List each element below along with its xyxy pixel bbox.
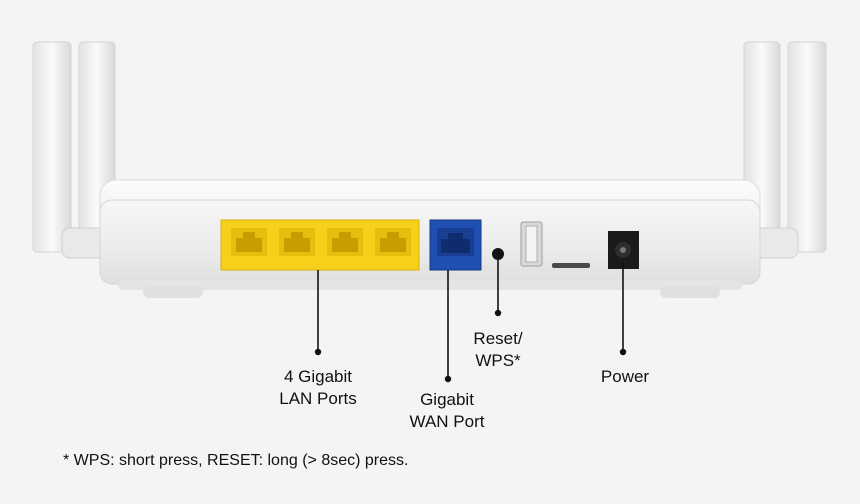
antenna xyxy=(32,41,72,253)
wan-port-label: Gigabit WAN Port xyxy=(392,389,502,433)
power-leader-dot xyxy=(619,348,627,356)
antenna xyxy=(787,41,827,253)
lan-label-line-1: 4 Gigabit xyxy=(283,367,353,386)
reset-label-line-1: Reset/ xyxy=(473,329,523,348)
lan-leader-dot xyxy=(314,348,322,356)
leader-dots xyxy=(314,309,627,383)
lan-ports xyxy=(220,219,420,271)
power-label: Power xyxy=(580,366,670,388)
lan-label-line-2: LAN Ports xyxy=(279,389,357,408)
lan-port-4 xyxy=(375,228,411,256)
wan-leader-dot xyxy=(444,375,452,383)
reset-label-line-2: WPS* xyxy=(475,351,521,370)
antenna-hinge xyxy=(753,227,799,259)
lan-port-2 xyxy=(279,228,315,256)
footnote: * WPS: short press, RESET: long (> 8sec)… xyxy=(63,452,409,469)
wan-label-line-2: WAN Port xyxy=(409,412,485,431)
reset-wps-label: Reset/ WPS* xyxy=(452,328,544,372)
power-label-line-1: Power xyxy=(600,367,650,386)
wan-label-line-1: Gigabit xyxy=(420,390,474,409)
lan-ports-label: 4 Gigabit LAN Ports xyxy=(258,366,378,410)
lan-port-1 xyxy=(231,228,267,256)
antenna-hinge xyxy=(61,227,107,259)
wan-port xyxy=(429,219,482,271)
lan-port-3 xyxy=(327,228,363,256)
router-foot xyxy=(143,286,203,298)
usb-port xyxy=(520,221,543,267)
router-foot xyxy=(660,286,720,298)
leader-lines xyxy=(317,260,624,379)
reset-button xyxy=(492,248,504,260)
sd-card-slot xyxy=(552,263,590,268)
reset-leader-dot xyxy=(494,309,502,317)
